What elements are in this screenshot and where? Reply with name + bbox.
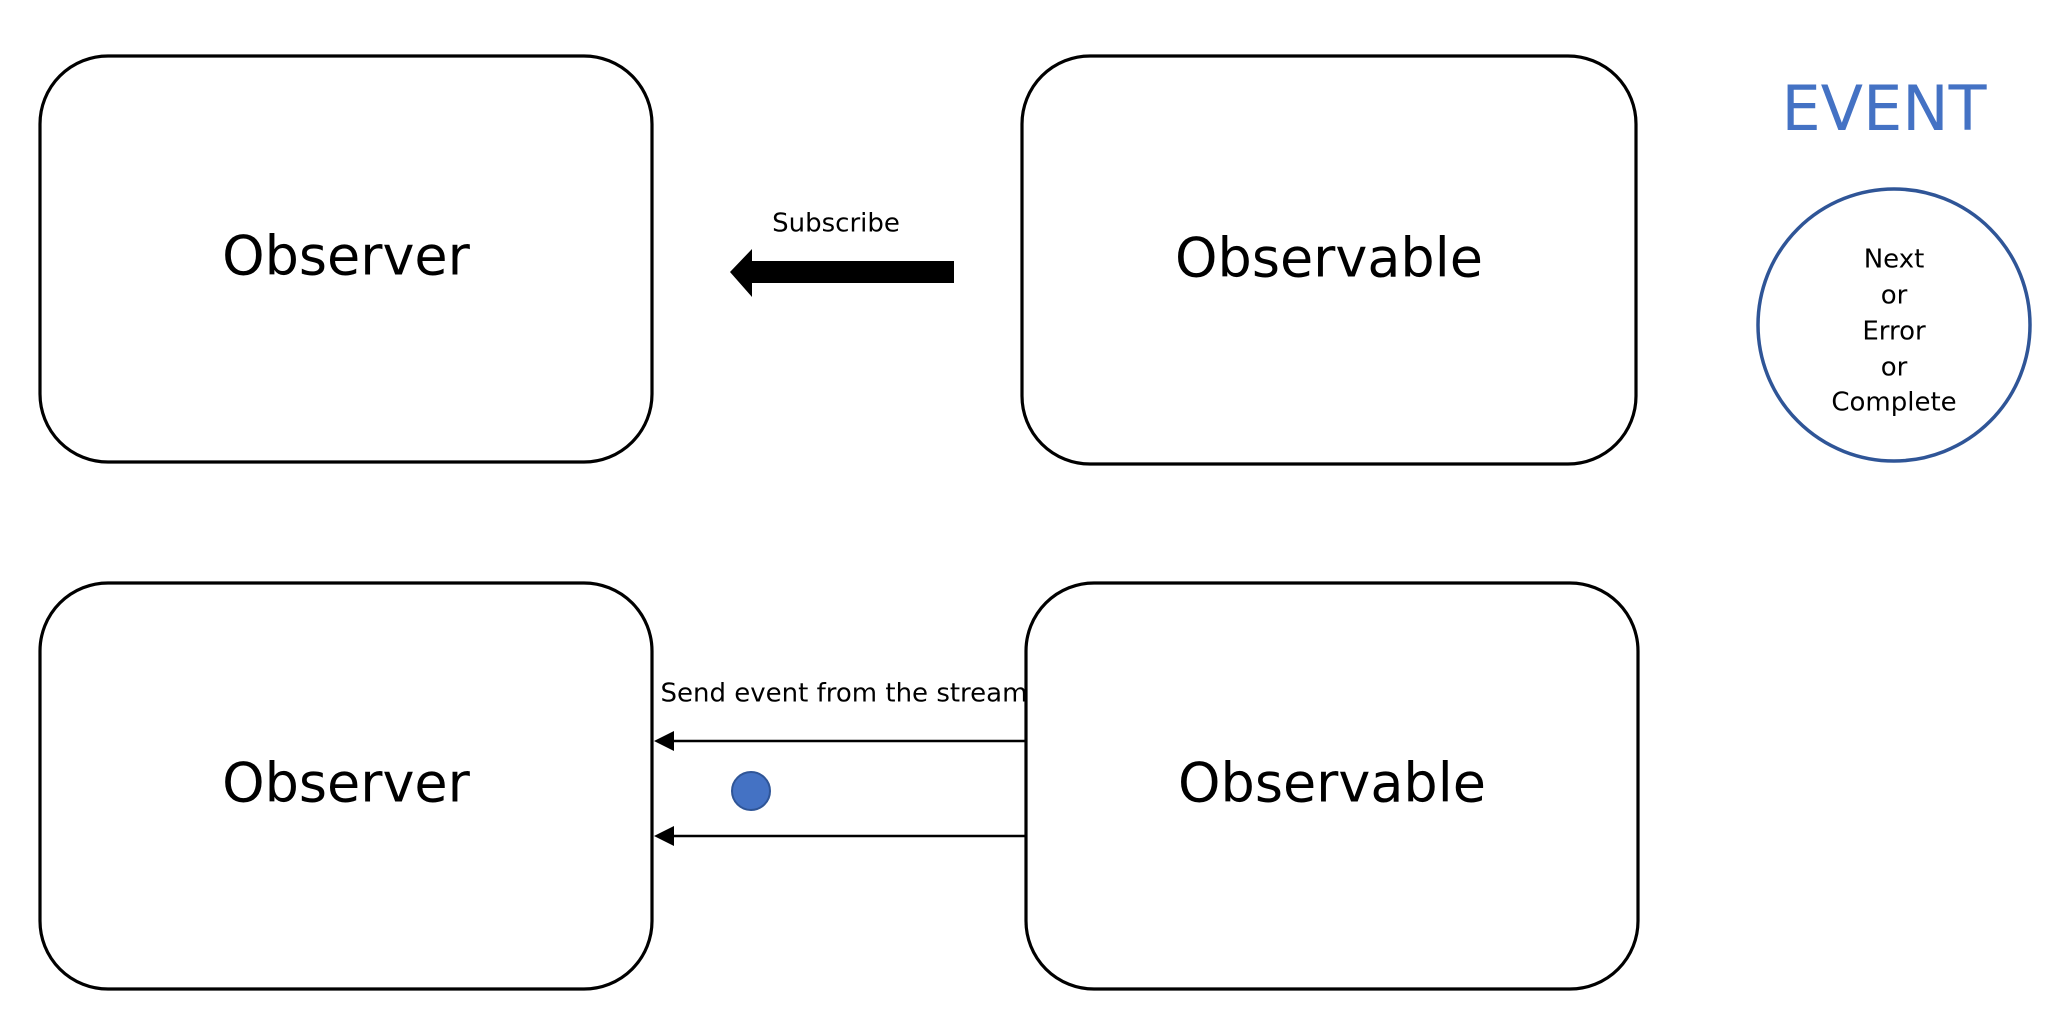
observer-box-bottom	[38, 581, 654, 991]
observable-box-top	[1020, 54, 1638, 466]
event-type-complete: Complete	[1831, 388, 1956, 418]
send-event-label: Send event from the stream	[661, 679, 1028, 709]
event-circle	[1756, 187, 2032, 463]
top-row: Observer Observable Subscribe	[38, 54, 1638, 466]
event-type-or-1: or	[1881, 281, 1908, 311]
observer-label-bottom: Observer	[222, 752, 471, 815]
stream-line-lower	[672, 834, 1028, 925]
observable-label-top: Observable	[1175, 227, 1483, 290]
stream-line-upper	[672, 652, 1028, 743]
event-legend: EVENT Next or Error or Complete	[1756, 72, 2032, 463]
stream-arrowhead-lower	[654, 826, 674, 846]
observable-box-bottom	[1024, 581, 1640, 991]
event-dot	[731, 771, 771, 811]
subscribe-arrow	[730, 249, 954, 297]
event-type-next: Next	[1864, 245, 1925, 275]
observable-label-bottom: Observable	[1178, 752, 1486, 815]
event-type-or-2: or	[1881, 353, 1908, 383]
bottom-row: Observer Observable Send event from the …	[38, 581, 1640, 991]
event-title: EVENT	[1781, 72, 1987, 145]
event-type-error: Error	[1862, 317, 1926, 347]
subscribe-label: Subscribe	[772, 209, 900, 239]
observer-label-top: Observer	[222, 225, 471, 288]
observer-box-top	[38, 54, 654, 464]
stream-arrowhead-upper	[654, 731, 674, 751]
